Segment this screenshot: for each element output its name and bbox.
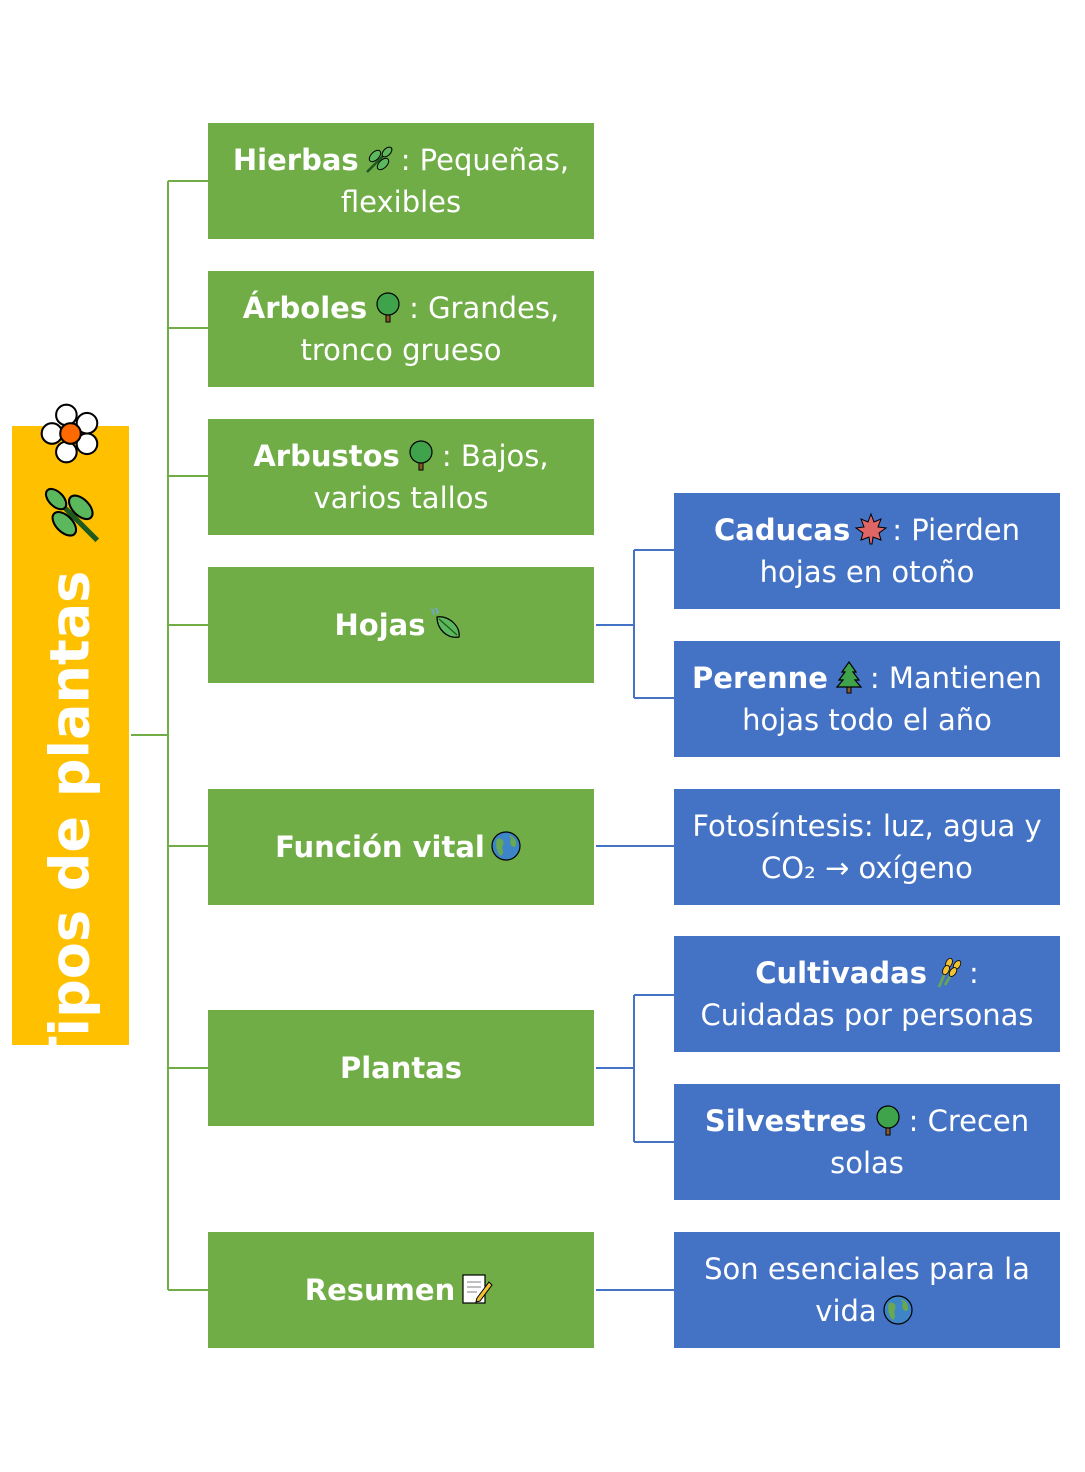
- herb-icon: [365, 146, 393, 173]
- node-arboles: Árboles: Grandes, tronco grueso: [208, 271, 594, 387]
- node-hojas: Hojas: [208, 567, 594, 683]
- node-caducas-desc: : Pierden hojas en otoño: [759, 513, 1021, 589]
- tree-icon: [409, 440, 433, 471]
- node-esenciales-desc: Son esenciales para la vida: [704, 1252, 1030, 1328]
- wheat-icon: [937, 957, 962, 988]
- node-funcion-title: Función vital: [275, 830, 485, 864]
- node-plantas: Plantas: [208, 1010, 594, 1126]
- node-plantas-title: Plantas: [339, 1051, 463, 1085]
- node-hierbas-title: Hierbas: [232, 143, 359, 177]
- flower-icon: [40, 403, 98, 464]
- node-resumen-title: Resumen: [304, 1273, 456, 1307]
- node-hierbas: Hierbas: Pequeñas, flexibles: [208, 123, 594, 239]
- memo-icon: [462, 1274, 493, 1304]
- node-resumen: Resumen: [208, 1232, 594, 1348]
- node-fotosintesis-desc: Fotosíntesis: luz, agua y CO₂ → oxígeno: [692, 809, 1042, 885]
- node-arbustos-desc: : Bajos, varios tallos: [313, 439, 549, 515]
- node-cultivadas-title: Cultivadas: [755, 956, 927, 990]
- node-cultivadas-desc: : Cuidadas por personas: [700, 956, 1034, 1032]
- node-silvestres: Silvestres: Crecen solas: [674, 1084, 1060, 1200]
- node-esenciales: Son esenciales para la vida: [674, 1232, 1060, 1348]
- node-hojas-title: Hojas: [334, 608, 426, 642]
- node-perenne: Perenne: Mantienen hojas todo el año: [674, 641, 1060, 757]
- root-node: Tipos de plantas: [12, 403, 129, 1073]
- node-arboles-desc: : Grandes, tronco grueso: [300, 291, 560, 367]
- node-arbustos: Arbustos: Bajos, varios tallos: [208, 419, 594, 535]
- globe-icon: [883, 1295, 913, 1325]
- node-silvestres-title: Silvestres: [704, 1104, 867, 1138]
- evergreen-tree-icon: [835, 660, 863, 694]
- maple-leaf-icon: [854, 512, 888, 545]
- node-hierbas-desc: : Pequeñas, flexibles: [340, 143, 570, 219]
- root-title: Tipos de plantas: [38, 570, 102, 1074]
- herb-icon: [44, 488, 99, 543]
- node-cultivadas: Cultivadas: Cuidadas por personas: [674, 936, 1060, 1052]
- leaf-wind-icon: [431, 607, 461, 638]
- node-perenne-desc: : Mantienen hojas todo el año: [742, 661, 1042, 737]
- globe-icon: [491, 831, 521, 861]
- node-caducas: Caducas: Pierden hojas en otoño: [674, 493, 1060, 609]
- node-arboles-title: Árboles: [242, 291, 368, 325]
- node-silvestres-desc: : Crecen solas: [830, 1104, 1030, 1180]
- node-funcion: Función vital: [208, 789, 594, 905]
- node-caducas-title: Caducas: [713, 513, 851, 547]
- tree-icon: [376, 292, 400, 323]
- node-fotosintesis: Fotosíntesis: luz, agua y CO₂ → oxígeno: [674, 789, 1060, 905]
- node-perenne-title: Perenne: [692, 661, 828, 695]
- tree-icon: [875, 1105, 900, 1136]
- node-arbustos-title: Arbustos: [253, 439, 400, 473]
